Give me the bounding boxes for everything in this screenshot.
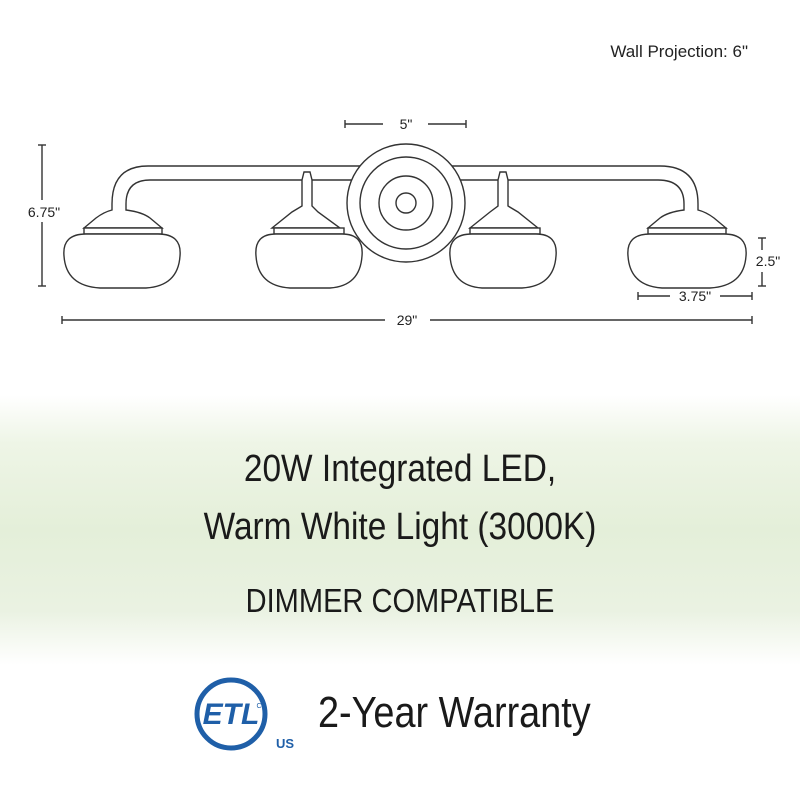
shade-height-dimension bbox=[758, 237, 766, 287]
svg-text:ETL: ETL bbox=[203, 698, 260, 731]
light-shade-4 bbox=[627, 204, 747, 289]
feature-band bbox=[0, 395, 800, 665]
wall-projection-label: Wall Projection: 6" bbox=[610, 42, 748, 61]
height-dimension bbox=[38, 144, 46, 287]
canopy-width-dimension bbox=[344, 120, 467, 128]
warranty-text: 2-Year Warranty bbox=[318, 688, 591, 737]
fixture-dimension-diagram: 5" 6.75" 2.5" 3.75" 29" bbox=[28, 116, 780, 328]
etl-seal-icon: ETL C US bbox=[194, 677, 294, 751]
canopy-width-label: 5" bbox=[400, 116, 413, 132]
canopy-backplate bbox=[346, 143, 466, 263]
dimmer-compatible-text: DIMMER COMPATIBLE bbox=[245, 582, 555, 619]
etl-certification-logo: ETL C US bbox=[194, 677, 294, 751]
overall-width-dimension bbox=[61, 316, 753, 324]
overall-width-label: 29" bbox=[397, 312, 418, 328]
headline-line-1: 20W Integrated LED, bbox=[243, 448, 557, 490]
height-label: 6.75" bbox=[28, 204, 60, 220]
light-shade-1 bbox=[63, 204, 181, 289]
shade-width-dimension bbox=[637, 292, 753, 300]
shade-width-label: 3.75" bbox=[679, 288, 711, 304]
svg-text:US: US bbox=[276, 736, 294, 751]
light-shade-3 bbox=[449, 171, 557, 289]
headline-line-2: Warm White Light (3000K) bbox=[203, 506, 597, 548]
svg-text:C: C bbox=[256, 703, 261, 710]
light-shade-2 bbox=[255, 171, 363, 289]
shade-height-label: 2.5" bbox=[756, 253, 780, 269]
